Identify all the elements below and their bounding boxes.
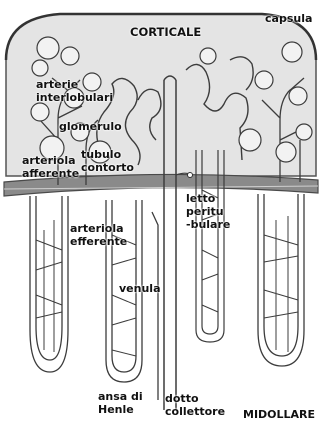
arteriola-efferente-label: arteriola efferente [70, 222, 127, 248]
efferent-dot [188, 173, 193, 178]
glomerulo-label: glomerulo [59, 120, 122, 133]
ansa-di-henle-label: ansa di Henle [98, 390, 143, 416]
arterie-interlobulari-label: arterie interlobulari [36, 78, 113, 104]
corticale-label: CORTICALE [130, 26, 201, 39]
tubulo-contorto-label: tubulo contorto [81, 148, 134, 174]
capsula-label: capsula [265, 12, 312, 25]
arteriola-afferente-label: arteriola afferente [22, 154, 79, 180]
venule-vessel [152, 212, 158, 400]
left-vasa-recta [30, 196, 68, 372]
letto-peritubulare-label: letto peritu -bulare [186, 192, 230, 231]
right-vasa-recta [258, 194, 304, 366]
dotto-collettore-label: dotto collettore [165, 392, 225, 418]
midollare-label: MIDOLLARE [243, 408, 315, 421]
venula-label: venula [119, 282, 161, 295]
